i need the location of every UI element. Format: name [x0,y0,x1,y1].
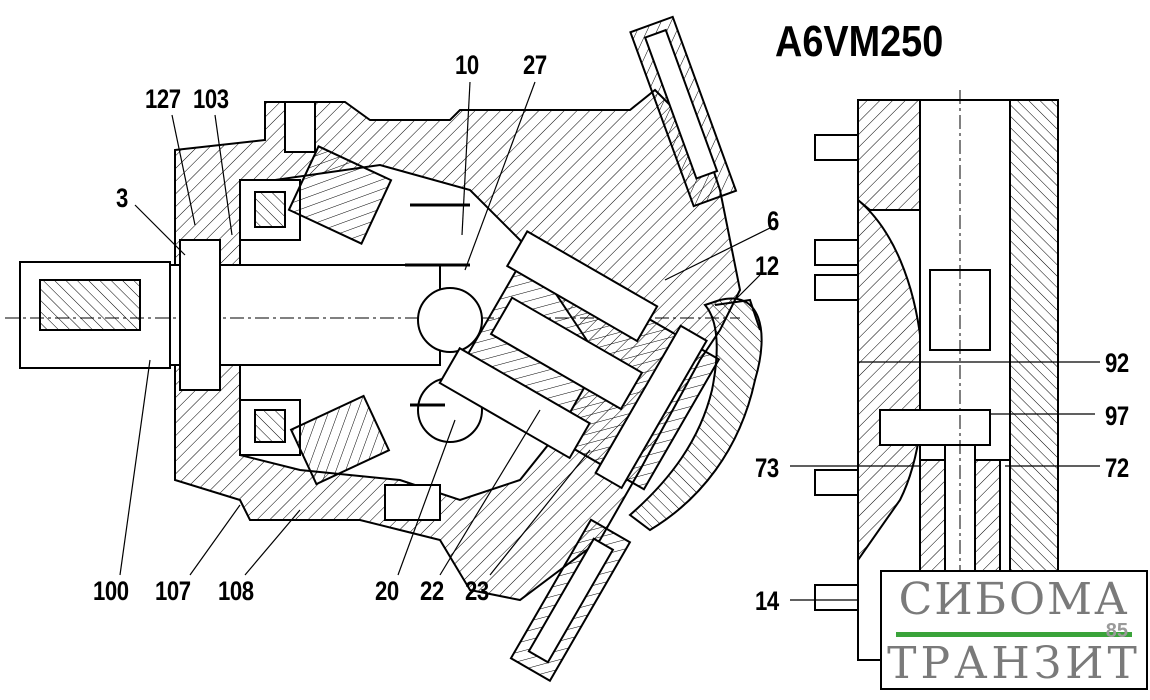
drain-plug [384,484,441,521]
label-10: 10 [455,50,479,80]
label-73: 73 [755,453,779,483]
front-bearing [179,239,221,391]
piston-upper [505,230,659,343]
piston-lower [438,346,592,460]
center-pin [489,296,644,411]
label-107: 107 [155,576,191,606]
label-103: 103 [193,84,229,114]
label-100: 100 [93,576,129,606]
logo-line1: СИБОМА [898,574,1130,625]
leader-lines [119,81,1100,601]
label-6: 6 [767,206,779,236]
taper-bearing-lower [289,394,391,486]
side-view-screw [879,409,991,446]
label-23: 23 [465,576,489,606]
lens-plate [628,297,763,532]
label-22: 22 [420,576,444,606]
label-27: 27 [523,50,547,80]
label-14: 14 [755,586,779,616]
label-3: 3 [116,183,128,213]
label-127: 127 [145,84,181,114]
label-97: 97 [1105,401,1129,431]
label-92: 92 [1105,348,1129,378]
company-logo: СИБОМА 85 ТРАНЗИТ [880,570,1148,690]
label-72: 72 [1105,453,1129,483]
model-title: A6VM250 [775,17,944,66]
port-plate-cover [714,298,761,331]
label-12: 12 [755,251,779,281]
page-number: 85 [1105,620,1128,642]
taper-bearing [287,145,393,245]
top-plug [284,101,316,153]
label-108: 108 [218,576,254,606]
ball-joint-upper [417,287,483,353]
label-20: 20 [375,576,399,606]
logo-band [896,632,1132,637]
shaft-key [39,279,141,331]
logo-line2: ТРАНЗИТ [887,638,1141,689]
